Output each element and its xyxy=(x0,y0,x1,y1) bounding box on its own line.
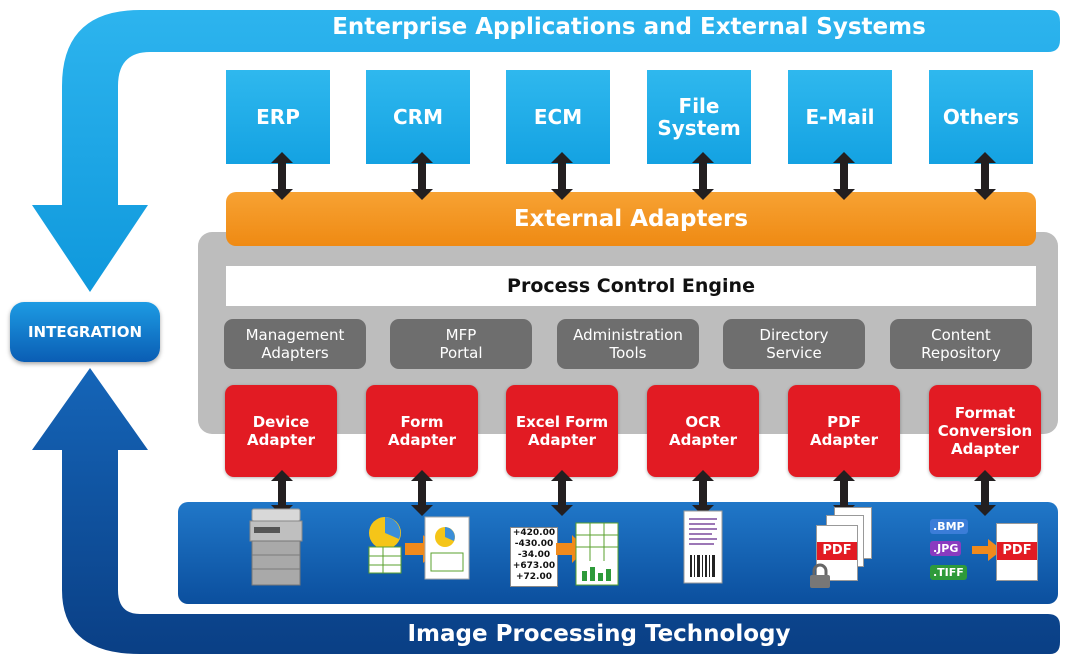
service-content-repository: Content Repository xyxy=(890,319,1032,369)
adapter-technology-arrow-3 xyxy=(692,470,714,516)
system-erp: ERP xyxy=(226,70,330,164)
external-adapters-bar: External Adapters xyxy=(226,192,1036,246)
excel-value: -34.00 xyxy=(517,550,551,560)
system-adapter-arrow-2 xyxy=(551,152,573,200)
excel-value: +420.00 xyxy=(512,528,556,538)
spreadsheet-icon xyxy=(556,522,619,586)
adapter-technology-arrow-4 xyxy=(833,470,855,516)
top-banner-title: Enterprise Applications and External Sys… xyxy=(332,14,926,40)
adapter-ocr: OCR Adapter xyxy=(647,385,759,477)
service-administration-tools: Administration Tools xyxy=(557,319,699,369)
lock-icon xyxy=(810,563,830,588)
bottom-flow-arrow xyxy=(32,368,1060,654)
adapter-technology-arrow-0 xyxy=(271,470,293,516)
mfp-device-icon xyxy=(249,508,303,586)
adapter-technology-arrow-1 xyxy=(411,470,433,516)
adapter-format-conversion: Format Conversion Adapter xyxy=(929,385,1041,477)
system-email: E-Mail xyxy=(788,70,892,164)
form-conversion-icon xyxy=(368,516,470,580)
format-bmp-label: .BMP xyxy=(930,519,968,534)
adapter-device: Device Adapter xyxy=(225,385,337,477)
format-jpg-label: .JPG xyxy=(930,541,962,556)
format-conversion-icon: .BMP .JPG .TIFF PDF xyxy=(930,505,1040,591)
service-mfp-portal: MFP Portal xyxy=(390,319,532,369)
system-others: Others xyxy=(929,70,1033,164)
adapter-technology-arrow-5 xyxy=(974,470,996,516)
adapter-excel-form: Excel Form Adapter xyxy=(506,385,618,477)
system-adapter-arrow-3 xyxy=(692,152,714,200)
bottom-banner-title: Image Processing Technology xyxy=(407,621,791,647)
process-control-engine-bar: Process Control Engine xyxy=(226,266,1036,306)
pdf-label: PDF xyxy=(997,542,1037,560)
top-flow-arrow xyxy=(32,10,1060,292)
excel-form-icon: +420.00 -430.00 -34.00 +673.00 +72.00 xyxy=(510,505,620,587)
service-directory-service: Directory Service xyxy=(723,319,865,369)
excel-value: -430.00 xyxy=(514,539,554,549)
system-adapter-arrow-1 xyxy=(411,152,433,200)
adapter-pdf: PDF Adapter xyxy=(788,385,900,477)
adapter-technology-arrow-2 xyxy=(551,470,573,516)
adapter-form: Form Adapter xyxy=(366,385,478,477)
convert-arrow-icon xyxy=(972,539,1002,561)
integration-badge: INTEGRATION xyxy=(10,302,160,362)
pdf-secure-icon: PDF xyxy=(808,505,878,591)
system-adapter-arrow-0 xyxy=(271,152,293,200)
ocr-document-icon xyxy=(683,510,723,584)
system-ecm: ECM xyxy=(506,70,610,164)
excel-value: +72.00 xyxy=(515,572,552,582)
system-crm: CRM xyxy=(366,70,470,164)
excel-value: +673.00 xyxy=(512,561,556,571)
system-adapter-arrow-4 xyxy=(833,152,855,200)
pdf-label: PDF xyxy=(817,542,857,560)
service-management-adapters: Management Adapters xyxy=(224,319,366,369)
format-tiff-label: .TIFF xyxy=(930,565,967,580)
system-file-system: File System xyxy=(647,70,751,164)
system-adapter-arrow-5 xyxy=(974,152,996,200)
